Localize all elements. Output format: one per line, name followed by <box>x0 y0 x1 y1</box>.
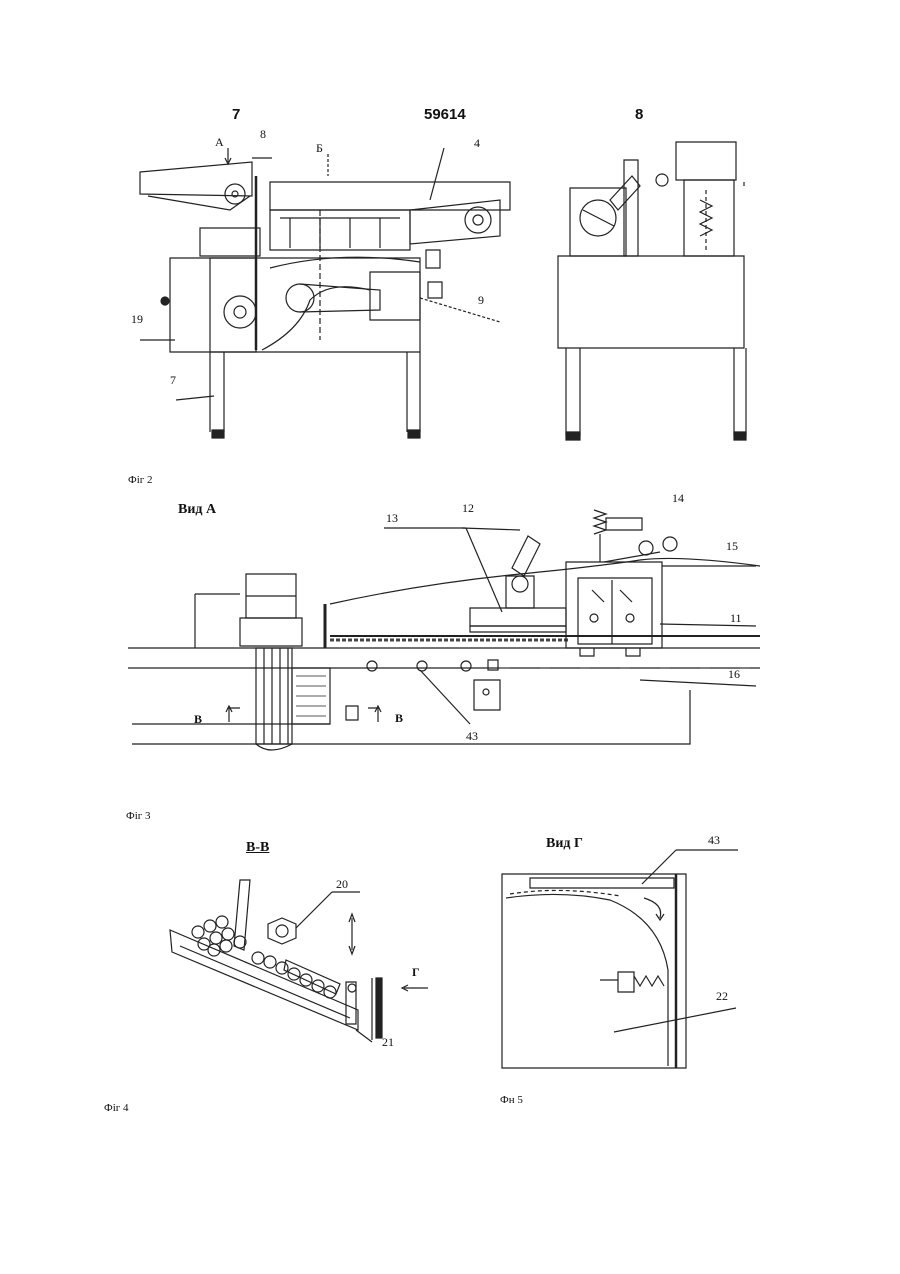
fig5-caption: Фн 5 <box>500 1094 523 1106</box>
fig5-label-43: 43 <box>708 834 720 846</box>
fig5-label-22: 22 <box>716 990 728 1002</box>
fig5-title: Вид Г <box>546 836 583 852</box>
